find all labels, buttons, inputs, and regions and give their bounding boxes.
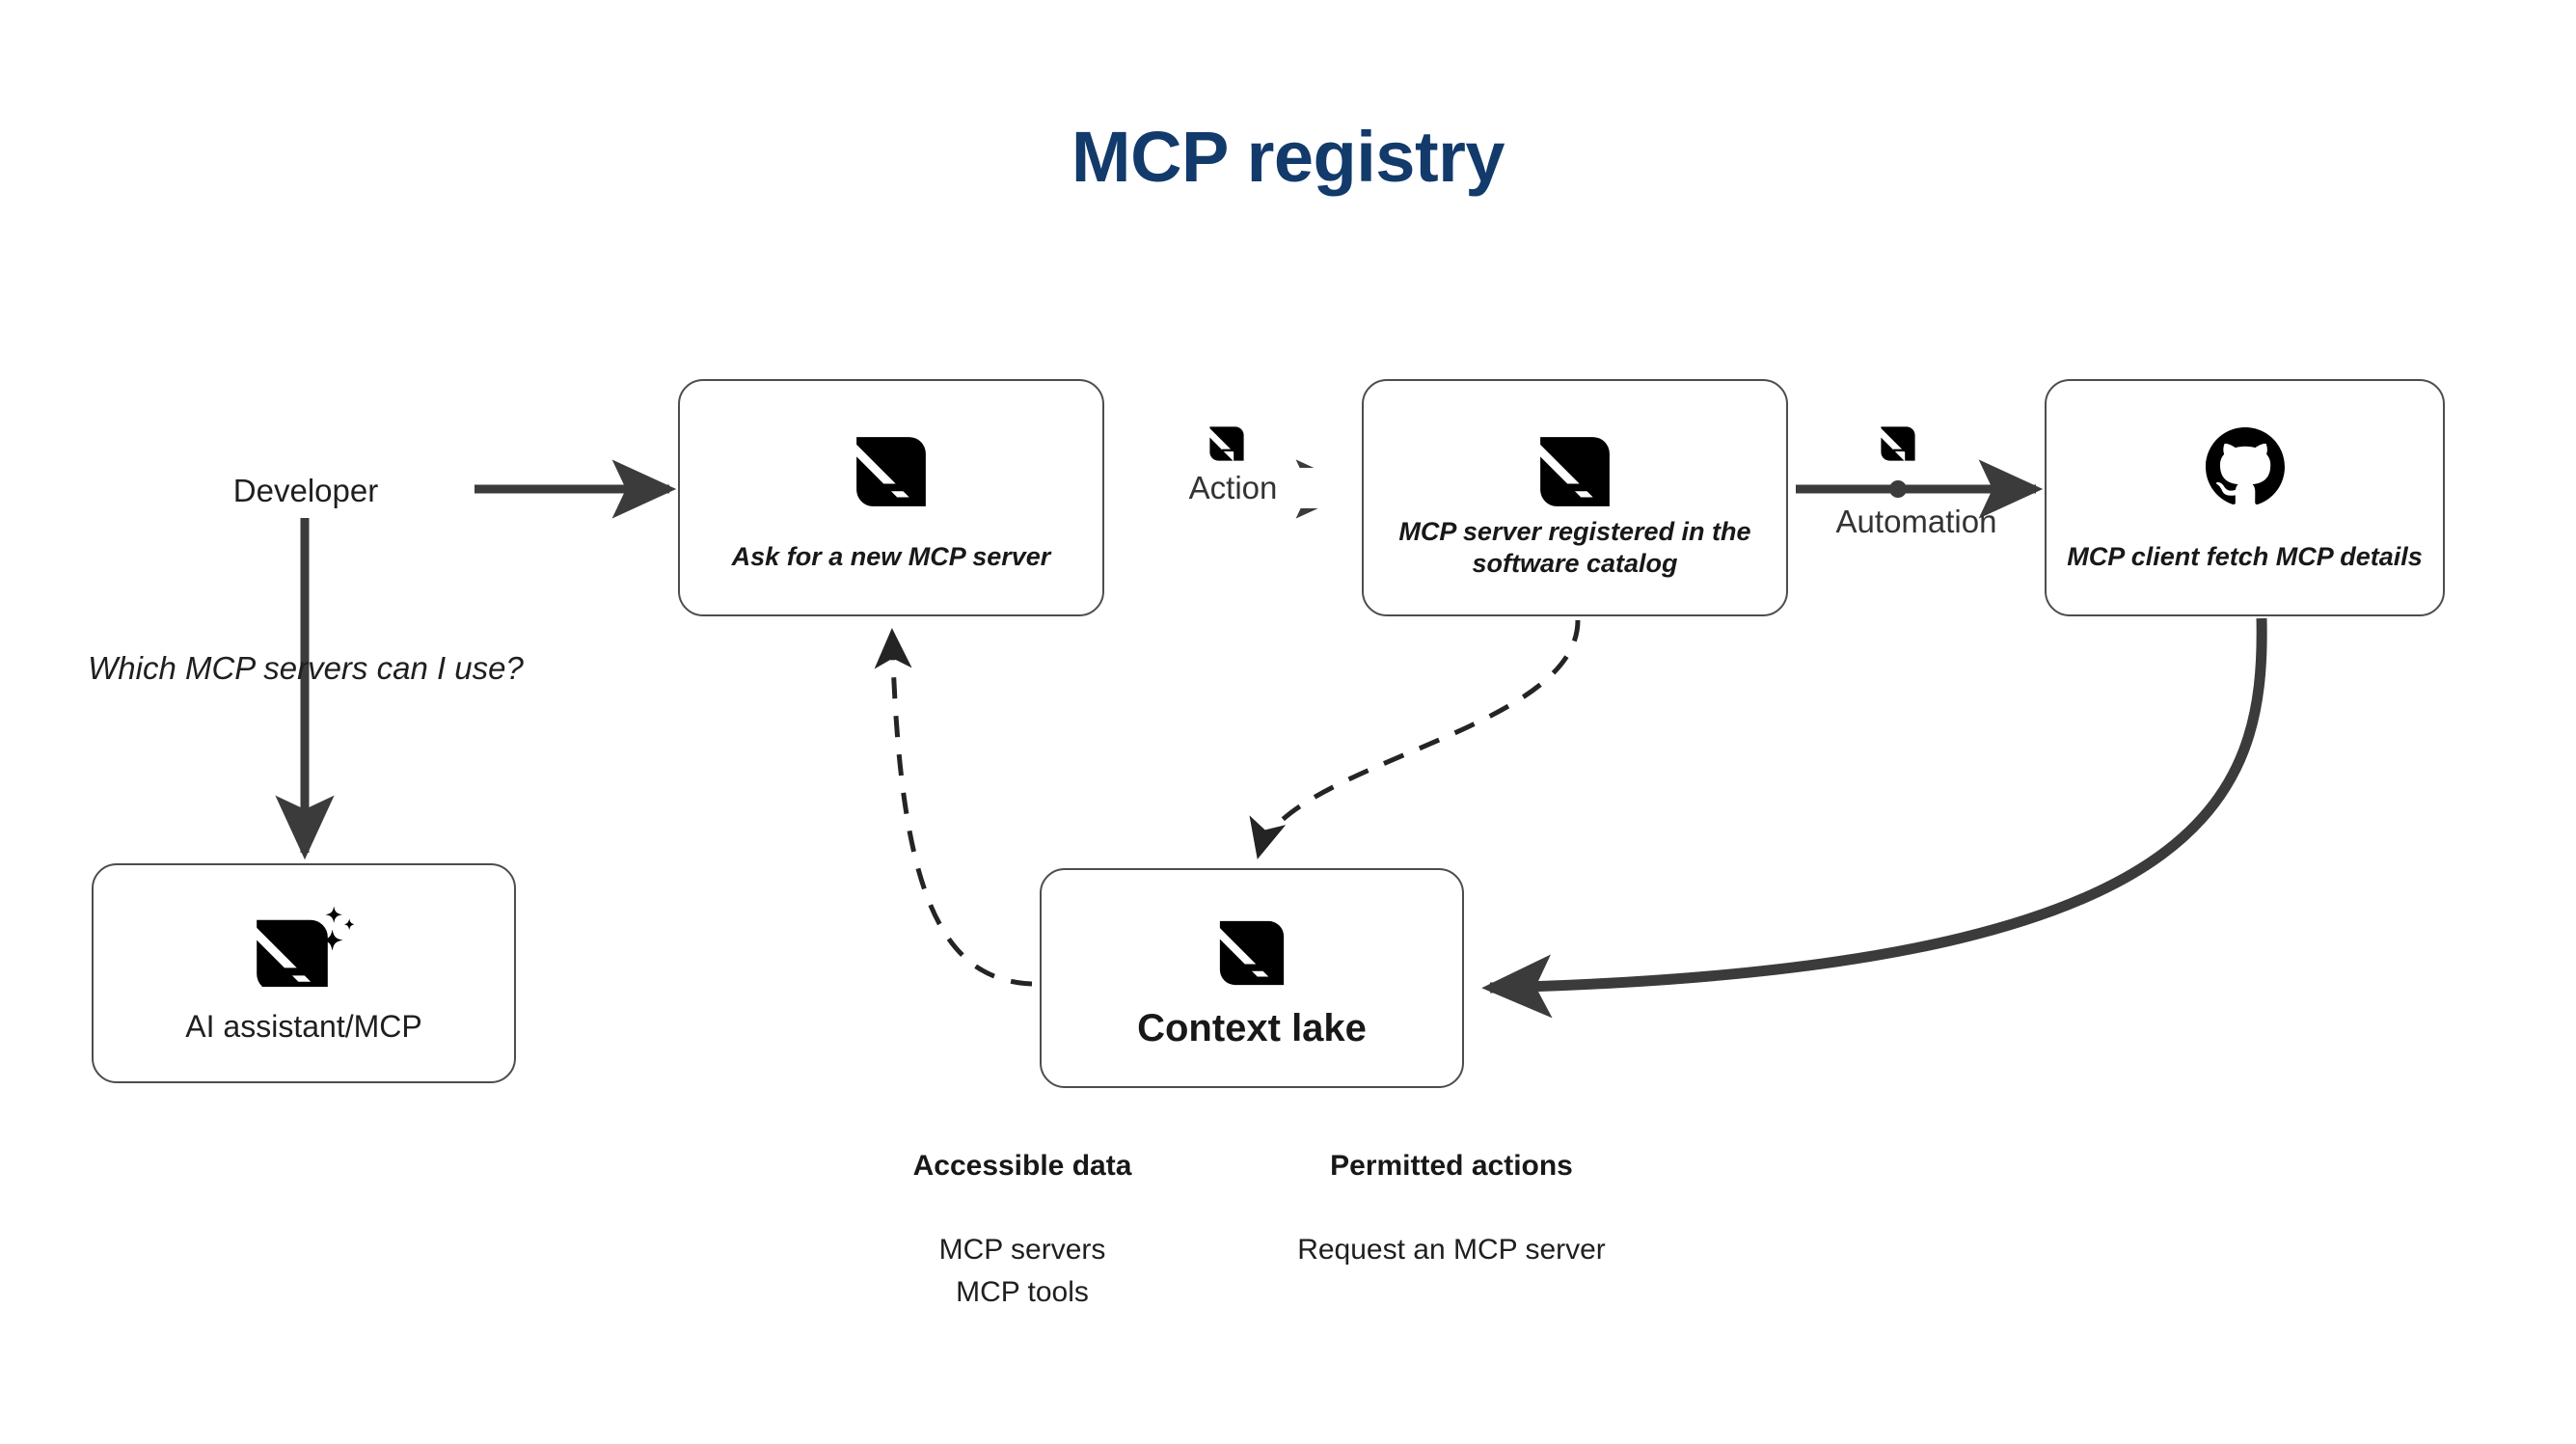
legend-item: MCP servers: [938, 1234, 1106, 1266]
mcp-icon: [1217, 918, 1287, 988]
mcp-sparkle-icon: [254, 906, 354, 987]
legend-item: MCP tools: [956, 1276, 1089, 1309]
node-ai-assistant[interactable]: AI assistant/MCP: [92, 863, 516, 1083]
legend-item: Request an MCP server: [1297, 1234, 1606, 1266]
github-icon: [2205, 427, 2285, 506]
node-registered-server[interactable]: MCP server registered in the software ca…: [1362, 379, 1788, 616]
page-title: MCP registry: [1071, 117, 1505, 197]
edge-lake-to-ask: [874, 628, 1033, 987]
node-mcp-client[interactable]: MCP client fetch MCP details: [2045, 379, 2445, 616]
node-label: AI assistant/MCP: [185, 1009, 422, 1044]
developer-question-label: Which MCP servers can I use?: [88, 650, 524, 686]
legend-accessible-data: Accessible data MCP servers MCP tools: [839, 1150, 1206, 1315]
legend-heading: Accessible data: [912, 1150, 1132, 1182]
legend-heading: Permitted actions: [1330, 1150, 1573, 1182]
edge-registered-to-client: [1796, 459, 2044, 519]
node-context-lake[interactable]: Context lake: [1040, 868, 1464, 1088]
mcp-icon: [1879, 424, 1917, 468]
node-label: Context lake: [1137, 1007, 1367, 1049]
node-label: MCP client fetch MCP details: [2067, 542, 2423, 571]
node-label: Ask for a new MCP server: [731, 542, 1051, 571]
edge-registered-to-lake: [1249, 619, 1581, 859]
developer-label: Developer: [232, 473, 379, 508]
edge-client-to-lake: [1481, 617, 2267, 1019]
edge-label-action: Action: [1104, 468, 1362, 508]
mcp-icon: [1537, 434, 1613, 509]
mcp-icon: [1207, 424, 1246, 468]
edge-label-automation: Automation: [1835, 504, 1997, 539]
legend-permitted-actions: Permitted actions Request an MCP server: [1234, 1150, 1668, 1271]
node-label: MCP server registered in the software ca…: [1398, 517, 1751, 578]
node-ask-server[interactable]: Ask for a new MCP server: [678, 379, 1104, 616]
mcp-icon: [854, 434, 929, 509]
